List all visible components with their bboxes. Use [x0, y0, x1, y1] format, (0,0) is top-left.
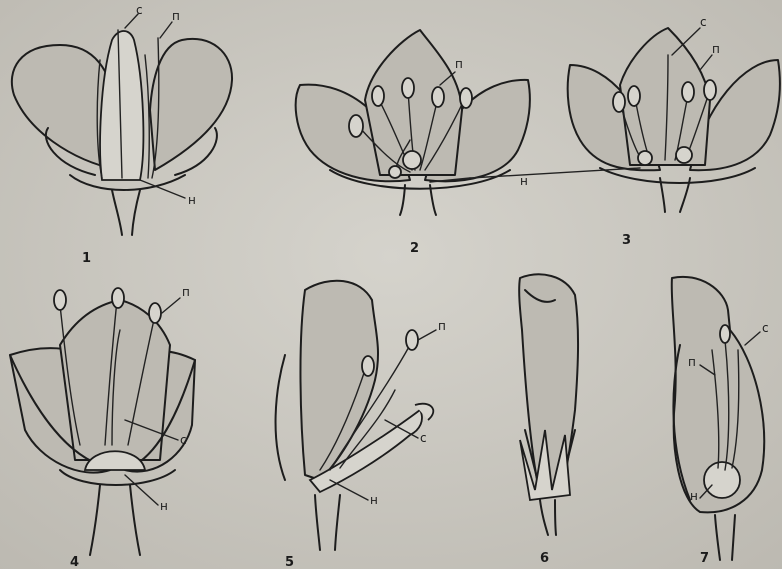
- label-stamen-fig1: п: [172, 9, 180, 23]
- label-nectary-fig5: н: [370, 493, 378, 507]
- label-nectary-fig7: н: [690, 489, 698, 503]
- figure-number-7: 7: [700, 551, 709, 566]
- figure-number-5: 5: [285, 555, 294, 569]
- label-stamen-fig3: п: [712, 42, 720, 56]
- label-stigma-fig7: с: [762, 321, 769, 335]
- label-stigma-fig1: с: [136, 3, 143, 17]
- figure-number-3: 3: [622, 233, 631, 248]
- label-stamen-fig2: п: [455, 57, 463, 71]
- label-stigma-fig3: с: [700, 15, 707, 29]
- label-nectary-fig1: н: [188, 193, 196, 207]
- label-stamen-fig7: п: [688, 355, 696, 369]
- figure-number-2: 2: [410, 241, 419, 256]
- figure-number-6: 6: [540, 551, 549, 566]
- label-nectary-fig2-3: н: [520, 174, 528, 188]
- label-nectary-fig4: н: [160, 499, 168, 513]
- figure-number-1: 1: [82, 251, 91, 266]
- label-stigma-fig4: с: [180, 433, 187, 447]
- label-stamen-fig4: п: [182, 285, 190, 299]
- label-stigma-fig5: с: [420, 431, 427, 445]
- label-stamen-fig5: п: [438, 319, 446, 333]
- figure-number-4: 4: [70, 555, 79, 569]
